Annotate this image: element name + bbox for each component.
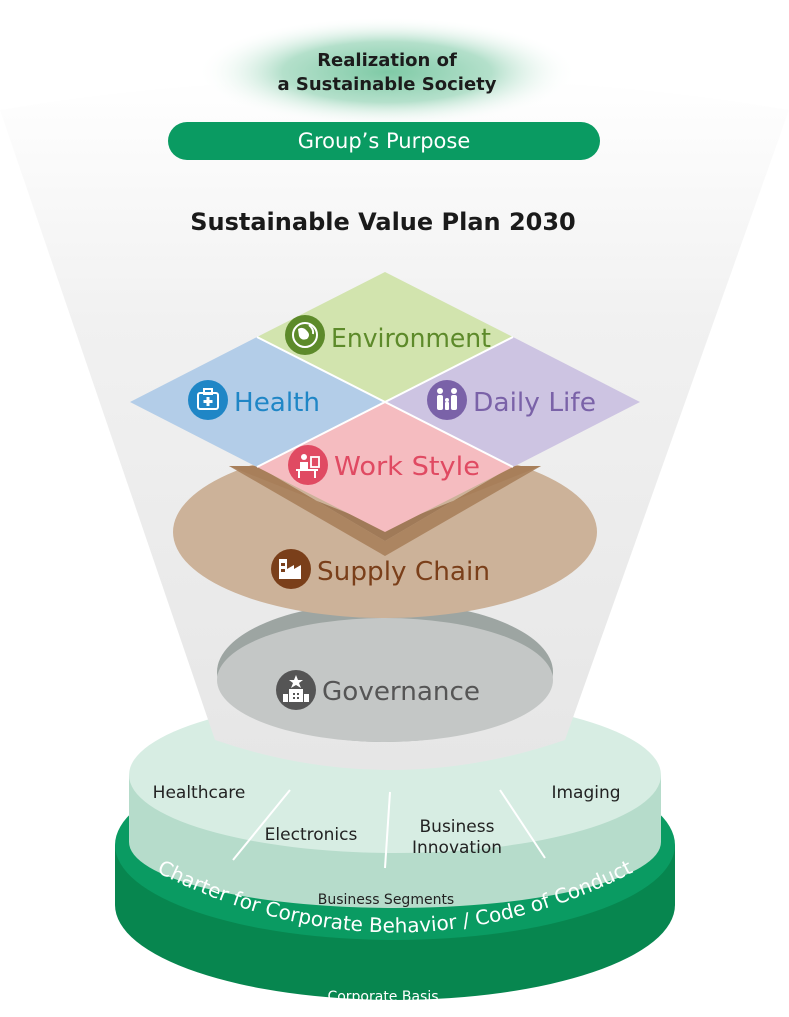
group-purpose-label: Group’s Purpose	[298, 129, 471, 153]
governance-label: Governance	[322, 677, 480, 707]
work-style-label: Work Style	[334, 452, 480, 482]
sustainable-society-glow	[197, 17, 577, 127]
group-purpose-pill	[168, 122, 600, 160]
segment-business-innovation-line-1: Business	[420, 817, 495, 837]
health-diamond	[130, 337, 385, 467]
daily-life-label: Daily Life	[473, 388, 596, 418]
goal-line-1: Realization of	[317, 50, 457, 71]
desk-worker-icon	[288, 445, 328, 485]
governance-layer	[217, 602, 553, 742]
environment-label: Environment	[331, 324, 491, 354]
supply-chain-label: Supply Chain	[317, 557, 490, 587]
segment-divider	[499, 789, 546, 859]
factory-icon	[271, 549, 311, 589]
plan-title: Sustainable Value Plan 2030	[190, 208, 576, 236]
family-icon	[427, 380, 467, 420]
segment-divider	[384, 791, 391, 869]
segment-healthcare: Healthcare	[153, 783, 246, 803]
medical-kit-icon	[188, 380, 228, 420]
health-label: Health	[234, 388, 320, 418]
segment-business-innovation-line-2: Innovation	[412, 838, 502, 858]
segment-imaging: Imaging	[551, 783, 620, 803]
segment-divider	[232, 789, 291, 861]
business-segments-caption: Business Segments	[318, 892, 454, 908]
building-star-icon	[276, 670, 316, 710]
daily-life-diamond	[385, 337, 640, 467]
globe-icon	[285, 315, 325, 355]
corporate-basis-caption: Corporate Basis	[327, 989, 438, 1005]
segment-electronics: Electronics	[265, 825, 358, 845]
goal-line-2: a Sustainable Society	[277, 74, 496, 95]
diamond-dividers	[256, 336, 514, 468]
